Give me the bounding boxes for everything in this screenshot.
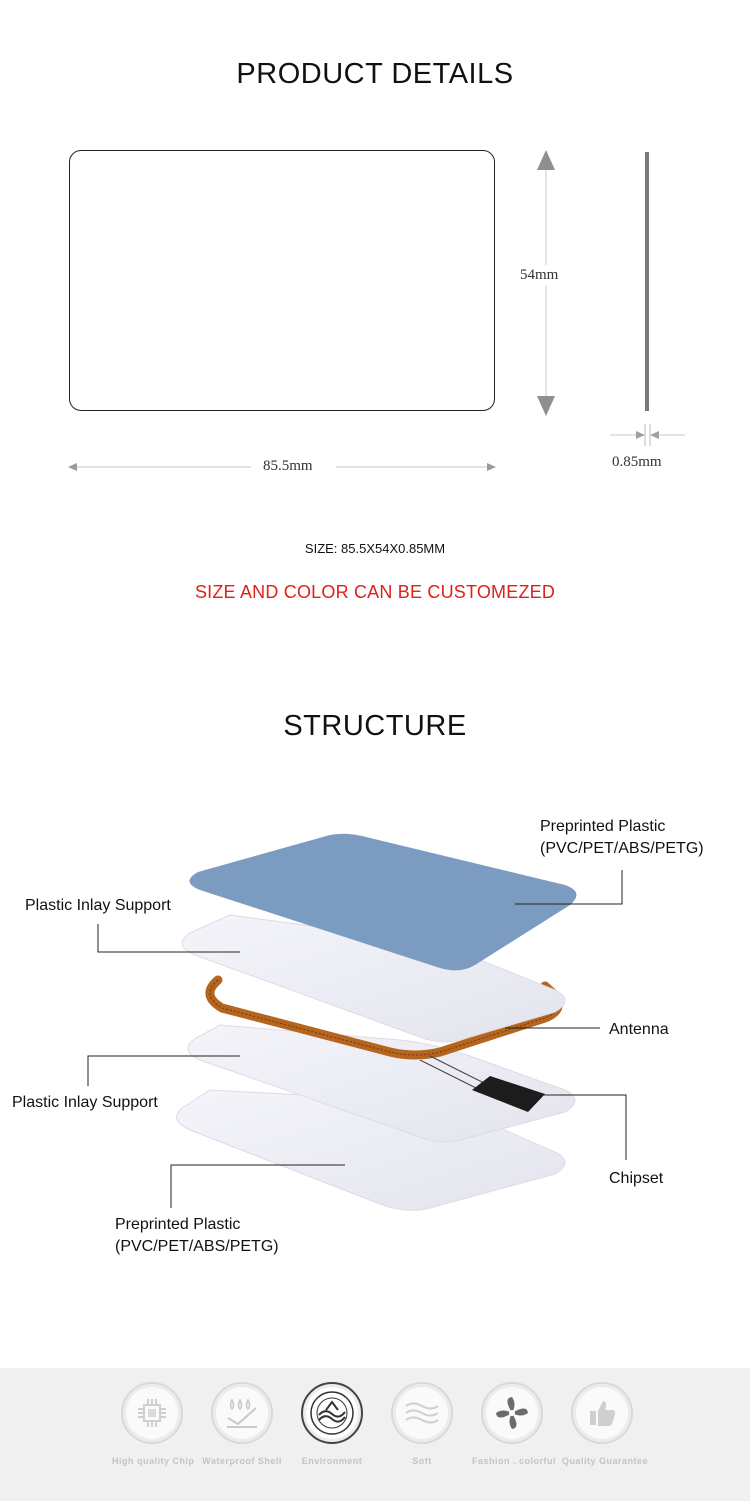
label-bottom-plastic: Preprinted Plastic (PVC/PET/ABS/PETG) bbox=[115, 1216, 279, 1255]
height-label: 54mm bbox=[520, 265, 559, 286]
feature-band: High quality Chip Waterproof Shell Envir bbox=[0, 1368, 750, 1501]
feature-fashion-colorful: Fashion . colorful bbox=[472, 1382, 557, 1466]
size-text: SIZE: 85.5X54X0.85MM bbox=[304, 541, 446, 556]
top-plastic-layer bbox=[189, 833, 577, 971]
product-details-title: PRODUCT DETAILS bbox=[236, 58, 514, 90]
flower-icon bbox=[481, 1382, 543, 1444]
soft-icon bbox=[391, 1382, 453, 1444]
chip-icon bbox=[121, 1382, 183, 1444]
thickness-dimension-arrow bbox=[610, 424, 685, 446]
feature-high-quality-chip: High quality Chip bbox=[112, 1382, 195, 1466]
card-front-outline bbox=[69, 150, 495, 411]
customization-note: SIZE AND COLOR CAN BE CUSTOMEZED bbox=[194, 582, 556, 602]
thickness-label: 0.85mm bbox=[612, 454, 662, 470]
width-label: 85.5mm bbox=[263, 458, 313, 474]
chip-module bbox=[472, 1076, 545, 1112]
feature-environment: Environment bbox=[292, 1382, 372, 1466]
card-side-view bbox=[645, 152, 649, 411]
label-top-plastic: Preprinted Plastic (PVC/PET/ABS/PETG) bbox=[540, 818, 704, 857]
feature-label: Waterproof Shell bbox=[202, 1456, 282, 1466]
card-layers-exploded-view bbox=[87, 833, 627, 1211]
waterproof-icon bbox=[211, 1382, 273, 1444]
width-dimension-arrow bbox=[68, 463, 496, 471]
label-inlay-top: Plastic Inlay Support bbox=[25, 897, 171, 914]
structure-title: STRUCTURE bbox=[283, 710, 467, 742]
feature-label: Quality Guarantee bbox=[562, 1456, 649, 1466]
feature-label: High quality Chip bbox=[112, 1456, 195, 1466]
eco-seal-icon bbox=[301, 1382, 363, 1444]
label-inlay-bottom: Plastic Inlay Support bbox=[12, 1094, 158, 1111]
feature-label: Soft bbox=[412, 1456, 432, 1466]
feature-label: Fashion . colorful bbox=[472, 1456, 557, 1466]
feature-waterproof-shell: Waterproof Shell bbox=[202, 1382, 282, 1466]
thumbs-up-icon bbox=[571, 1382, 633, 1444]
label-antenna: Antenna bbox=[609, 1021, 669, 1038]
feature-soft: Soft bbox=[382, 1382, 462, 1466]
feature-quality-guarantee: Quality Guarantee bbox=[562, 1382, 649, 1466]
feature-label: Environment bbox=[301, 1456, 363, 1466]
label-chipset: Chipset bbox=[609, 1170, 664, 1187]
